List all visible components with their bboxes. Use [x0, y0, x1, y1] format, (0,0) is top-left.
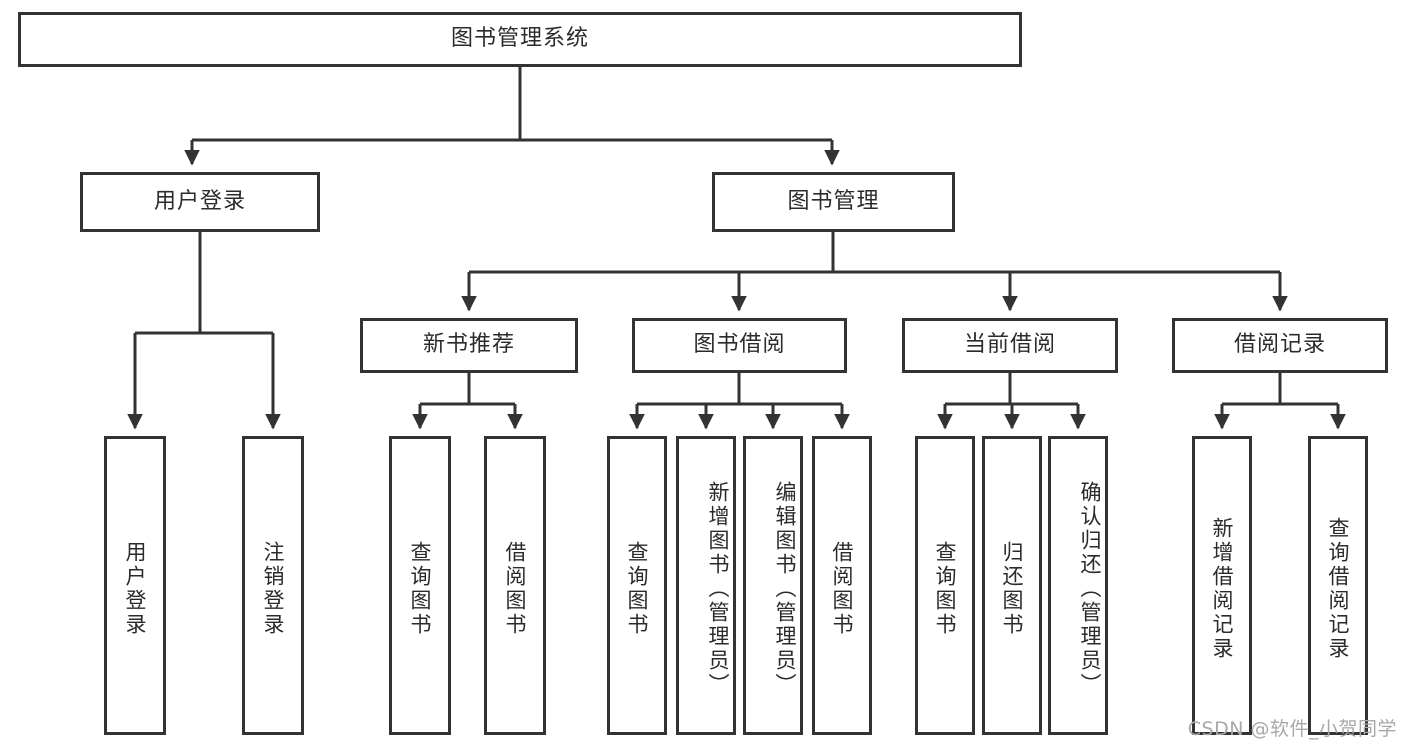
node-leaf-return-book[interactable]: 归还图书 [982, 436, 1042, 735]
node-leaf-query-book-current-label: 查询图书 [933, 540, 957, 637]
node-leaf-add-borrow-record[interactable]: 新增借阅记录 [1192, 436, 1252, 735]
node-leaf-borrow-book-recommend[interactable]: 借阅图书 [484, 436, 546, 735]
node-leaf-logout-label: 注销登录 [261, 540, 285, 637]
node-root-label: 图书管理系统 [450, 26, 589, 52]
node-leaf-query-book-recommend[interactable]: 查询图书 [389, 436, 451, 735]
node-current-borrow-label: 当前借阅 [963, 332, 1056, 358]
node-leaf-query-book-borrow-label: 查询图书 [625, 540, 649, 637]
node-leaf-user-login[interactable]: 用户登录 [104, 436, 166, 735]
node-book-borrow[interactable]: 图书借阅 [632, 318, 847, 373]
node-root[interactable]: 图书管理系统 [18, 12, 1022, 67]
node-new-book-recommend-label: 新书推荐 [422, 332, 515, 358]
node-leaf-edit-book-admin-label: 编辑图书（管理员） [773, 480, 797, 697]
node-leaf-borrow-book-label: 借阅图书 [830, 540, 854, 637]
node-book-management-label: 图书管理 [787, 188, 880, 214]
node-book-borrow-label: 图书借阅 [693, 332, 786, 358]
node-new-book-recommend[interactable]: 新书推荐 [360, 318, 578, 373]
node-leaf-query-borrow-record-label: 查询借阅记录 [1326, 516, 1350, 661]
node-leaf-add-book-admin-label: 新增图书（管理员） [706, 480, 730, 697]
node-leaf-confirm-return-admin[interactable]: 确认归还（管理员） [1048, 436, 1108, 735]
node-leaf-query-book-recommend-label: 查询图书 [408, 540, 432, 637]
node-current-borrow[interactable]: 当前借阅 [902, 318, 1118, 373]
node-book-management[interactable]: 图书管理 [712, 172, 955, 232]
node-leaf-edit-book-admin[interactable]: 编辑图书（管理员） [743, 436, 803, 735]
node-borrow-records-label: 借阅记录 [1233, 332, 1326, 358]
node-leaf-add-borrow-record-label: 新增借阅记录 [1210, 516, 1234, 661]
node-leaf-borrow-book[interactable]: 借阅图书 [812, 436, 872, 735]
node-leaf-query-book-borrow[interactable]: 查询图书 [607, 436, 667, 735]
csdn-watermark: CSDN @软件_小贺同学 [1187, 718, 1397, 740]
node-leaf-query-book-current[interactable]: 查询图书 [915, 436, 975, 735]
node-user-login[interactable]: 用户登录 [80, 172, 320, 232]
node-leaf-return-book-label: 归还图书 [1000, 540, 1024, 637]
node-leaf-confirm-return-admin-label: 确认归还（管理员） [1078, 480, 1102, 697]
node-leaf-user-login-label: 用户登录 [123, 540, 147, 637]
node-leaf-borrow-book-recommend-label: 借阅图书 [503, 540, 527, 637]
node-leaf-add-book-admin[interactable]: 新增图书（管理员） [676, 436, 736, 735]
node-user-login-label: 用户登录 [153, 188, 246, 214]
node-borrow-records[interactable]: 借阅记录 [1172, 318, 1388, 373]
node-leaf-query-borrow-record[interactable]: 查询借阅记录 [1308, 436, 1368, 735]
node-leaf-logout[interactable]: 注销登录 [242, 436, 304, 735]
